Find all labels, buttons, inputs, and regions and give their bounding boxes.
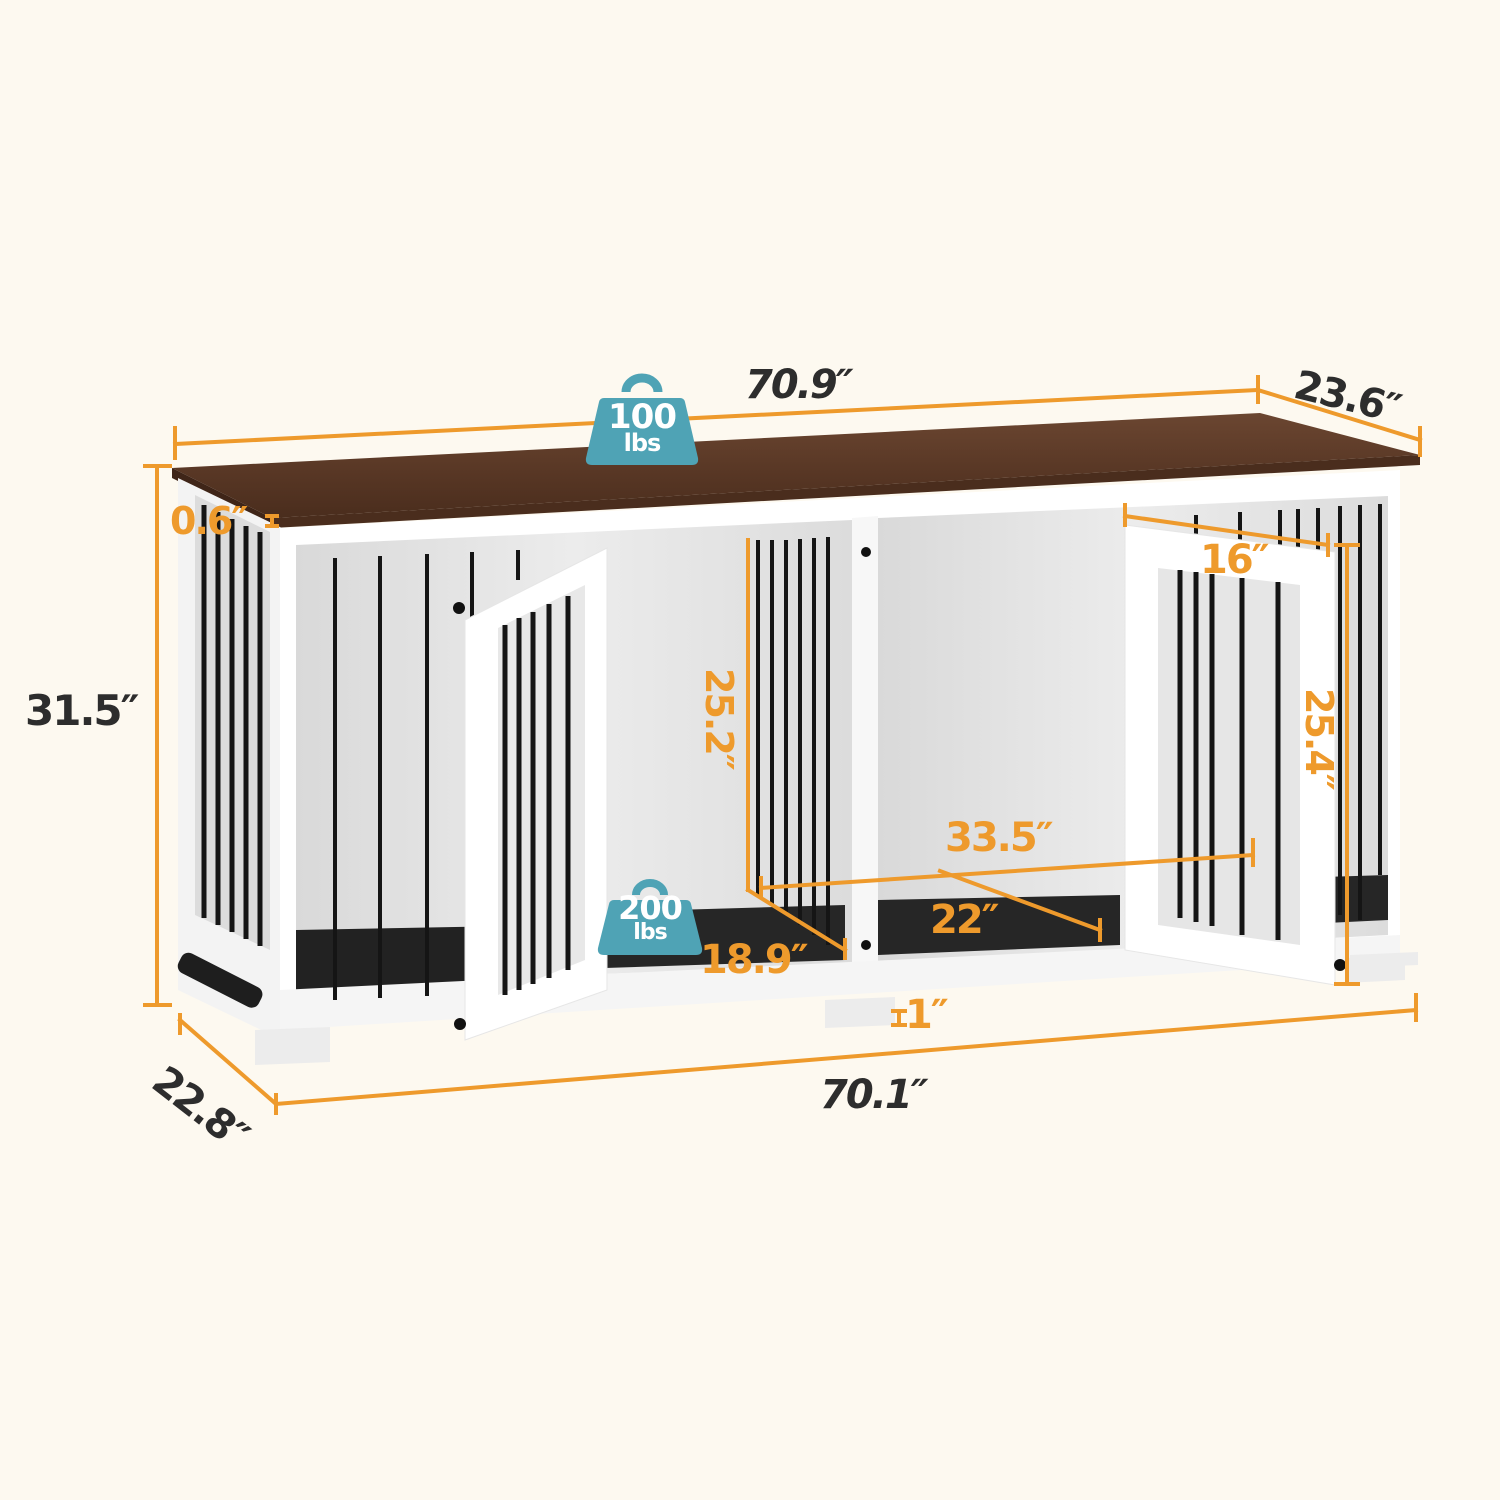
door-width-left-label: 18.9″: [700, 937, 809, 983]
left-side-panel: [177, 478, 282, 1040]
weight-value: 200: [618, 889, 683, 927]
interior-height-right-label: 25.4″: [1297, 688, 1341, 789]
weight-unit: lbs: [623, 428, 662, 457]
leg-height-label: 1″: [905, 992, 949, 1038]
left-compartment-bars: [333, 537, 830, 1000]
weight-capacity-floor-badge: 200 lbs: [600, 889, 700, 945]
interior-width-label: 33.5″: [945, 815, 1054, 861]
weight-icon-top: [585, 373, 699, 465]
door-opening-width-label: 16″: [1200, 537, 1270, 583]
latch-top: [861, 547, 871, 557]
weight-capacity-top-badge: 100 lbs: [592, 397, 692, 457]
right-door-open: [1124, 524, 1346, 986]
weight-value: 100: [608, 397, 677, 437]
base-width-label: 70.1″: [820, 1072, 929, 1118]
legs: [255, 952, 1418, 1065]
overall-height-label: 31.5″: [25, 686, 139, 735]
interior-depth-label: 22″: [930, 897, 1000, 943]
weight-unit: lbs: [633, 919, 667, 945]
left-door-open: [453, 547, 608, 1041]
latch-bottom: [861, 940, 871, 950]
top-width-label: 70.9″: [745, 362, 854, 408]
dimension-lines: [143, 375, 1423, 1115]
weight-icon-floor: [597, 879, 703, 955]
top-thickness-label: 0.6″: [170, 499, 248, 543]
interior-height-left-label: 25.2″: [697, 668, 741, 769]
